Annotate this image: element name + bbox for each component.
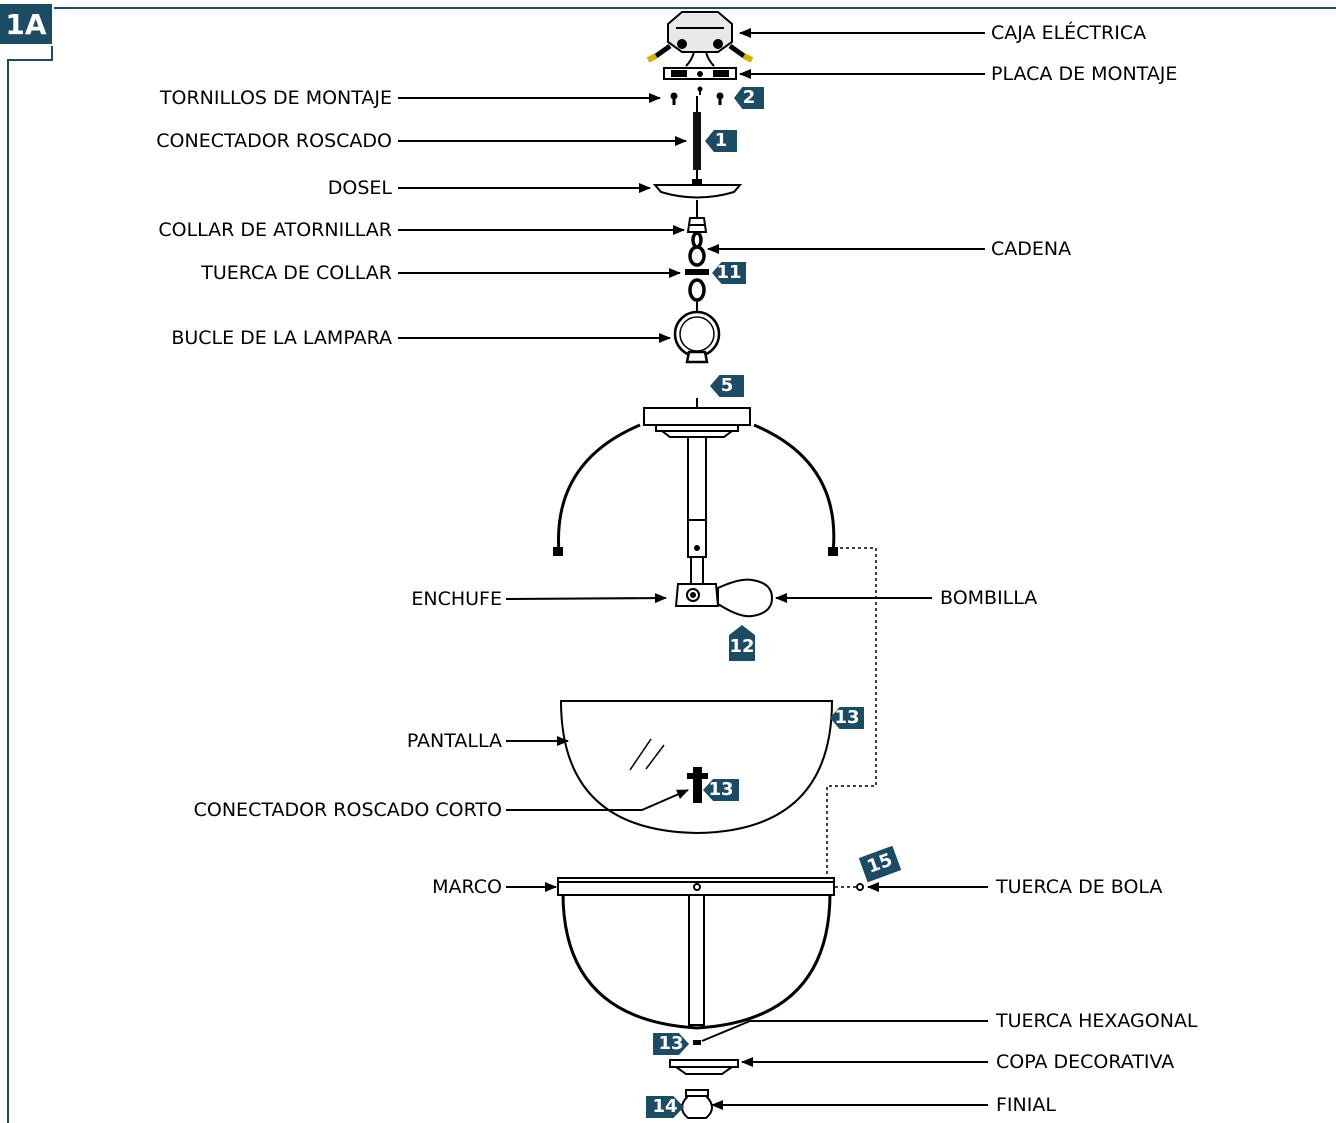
label-enchufe: ENCHUFE [411,588,502,610]
marco-part [557,877,864,1030]
collar-part [686,200,708,233]
label-conectador-roscado: CONECTADOR ROSCADO [156,130,392,152]
figure-badge: 1A [0,4,52,44]
label-bucle-de-la-lampara: BUCLE DE LA LAMPARA [171,327,392,349]
label-marco: MARCO [432,876,502,898]
label-bombilla: BOMBILLA [940,587,1038,609]
label-dosel: DOSEL [327,177,392,199]
step-badge-14: 14 [646,1096,684,1118]
step-badge-13-connector: 13 [703,779,739,801]
label-tornillos-de-montaje: TORNILLOS DE MONTAJE [159,87,392,109]
enchufe-bombilla-part [674,556,774,618]
tuerca-de-collar-part [685,269,709,275]
arrow-tuerca-hexagonal [701,1020,988,1042]
step-badge-13-hexnut: 13 [653,1033,689,1055]
label-pantalla: PANTALLA [406,730,502,752]
step-badge-5: 5 [710,375,744,397]
bucle-part [673,310,721,364]
label-cadena: CADENA [991,238,1072,260]
tornillos-part [670,86,724,105]
label-conectador-roscado-corto: CONECTADOR ROSCADO CORTO [193,799,502,821]
label-caja-electrica: CAJA ELÉCTRICA [991,22,1147,44]
caja-electrica-part [646,11,754,67]
arrow-enchufe [505,593,667,604]
label-copa-decorativa: COPA DECORATIVA [996,1051,1175,1073]
cadena-part [688,231,706,312]
frame-border-left [7,46,53,1123]
label-placa-de-montaje: PLACA DE MONTAJE [991,63,1178,85]
step-badge-11: 11 [712,262,746,284]
placa-de-montaje-part [663,67,737,80]
fixture-body-part [553,398,838,558]
conectador-roscado-part [693,96,701,184]
arrow-conectador-corto [506,789,689,811]
label-collar-de-atornillar: COLLAR DE ATORNILLAR [158,219,392,241]
label-tuerca-hexagonal: TUERCA HEXAGONAL [996,1010,1198,1032]
pantalla-part [559,700,834,835]
dosel-part [652,179,743,199]
label-tuerca-de-collar: TUERCA DE COLLAR [201,262,392,284]
leader-lines [398,28,988,1110]
step-badge-13-shade: 13 [830,707,864,729]
label-tuerca-de-bola: TUERCA DE BOLA [996,876,1163,898]
lower-parts [669,1040,739,1119]
step-badge-2: 2 [734,87,764,109]
label-finial: FINIAL [996,1094,1056,1116]
step-badge-1: 1 [705,130,737,152]
